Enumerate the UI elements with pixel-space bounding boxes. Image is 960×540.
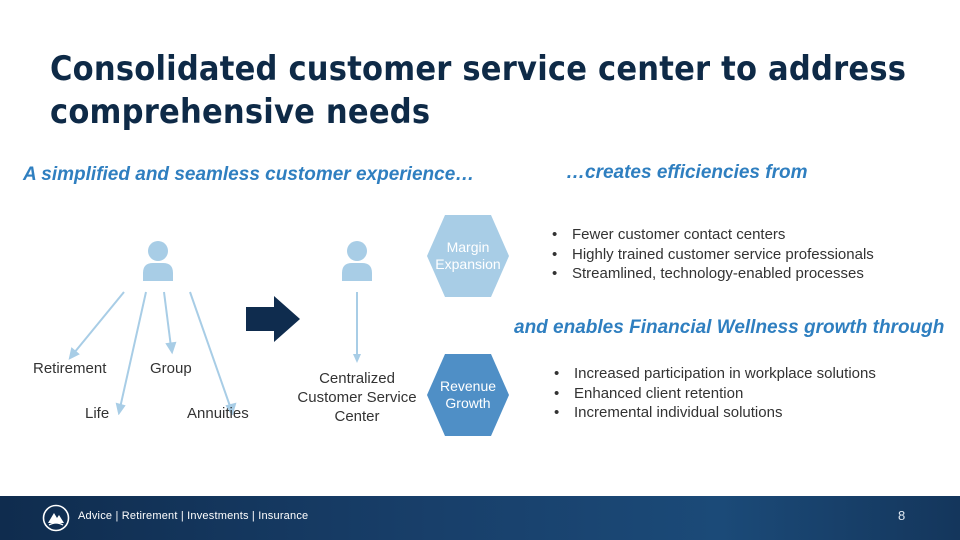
slide-title-line-1: Consolidated customer service center to … — [50, 49, 907, 89]
revenue-label-line-1: Revenue — [439, 378, 497, 394]
centralized-service-center-label: Centralized Customer Service Center — [286, 369, 428, 426]
channel-annuities: Annuities — [187, 405, 249, 422]
transition-arrow-icon — [246, 296, 300, 342]
customer-person-icon-centralized — [342, 241, 372, 281]
center-label-line-3: Center — [334, 408, 380, 425]
efficiency-bullet: Fewer customer contact centers — [551, 225, 874, 245]
revenue-label-line-2: Growth — [445, 395, 491, 411]
channel-life: Life — [85, 405, 110, 422]
slide-title-line-2: comprehensive needs — [50, 92, 431, 132]
efficiency-bullet: Streamlined, technology-enabled processe… — [551, 264, 874, 284]
channel-group: Group — [150, 360, 192, 377]
company-logo-icon — [42, 504, 70, 532]
footer-bar: Advice | Retirement | Investments | Insu… — [0, 496, 960, 540]
footer-tagline: Advice | Retirement | Investments | Insu… — [78, 510, 309, 522]
left-subheading: A simplified and seamless customer exper… — [23, 164, 475, 185]
efficiency-bullet-list: Fewer customer contact centers Highly tr… — [551, 225, 874, 284]
down-arrow — [353, 292, 361, 363]
page-number: 8 — [898, 508, 906, 523]
right-subheading-efficiencies: …creates efficiencies from — [566, 162, 808, 183]
margin-label-line-2: Expansion — [435, 256, 501, 272]
efficiency-bullet: Highly trained customer service professi… — [551, 245, 874, 265]
growth-bullet: Increased participation in workplace sol… — [553, 364, 876, 384]
channel-retirement: Retirement — [33, 360, 107, 377]
growth-bullet-list: Increased participation in workplace sol… — [553, 364, 876, 423]
channel-arrows — [68, 291, 237, 415]
revenue-growth-hexagon — [427, 354, 509, 436]
growth-bullet: Enhanced client retention — [553, 384, 876, 404]
slide-title: Consolidated customer service center to … — [50, 48, 910, 134]
customer-person-icon — [143, 241, 173, 281]
margin-label-line-1: Margin — [446, 239, 490, 255]
right-subheading-growth: and enables Financial Wellness growth th… — [514, 317, 945, 338]
center-label-line-1: Centralized — [319, 370, 395, 387]
growth-bullet: Incremental individual solutions — [553, 403, 876, 423]
center-label-line-2: Customer Service — [297, 389, 417, 406]
margin-expansion-hexagon — [427, 215, 509, 297]
